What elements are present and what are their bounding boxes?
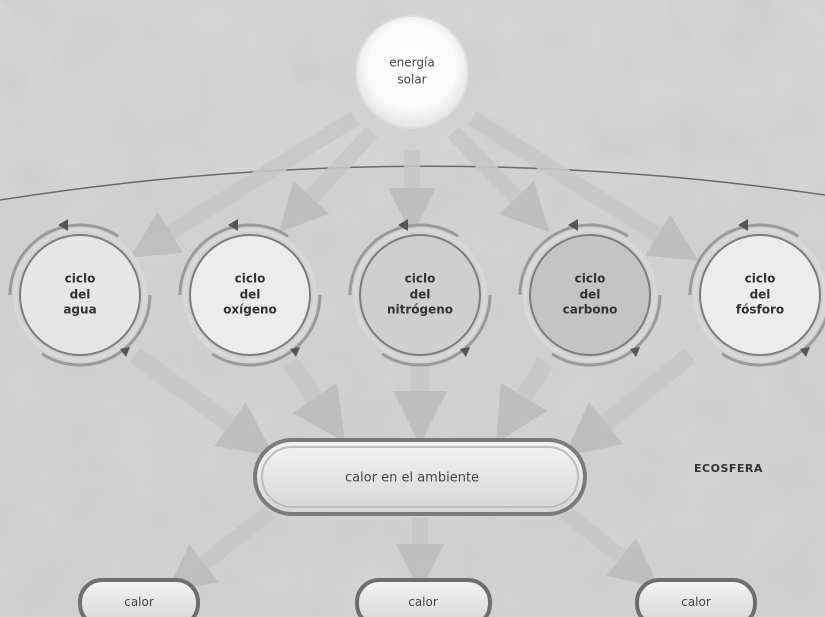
- sun-to-oxygen-arrow: [278, 126, 378, 233]
- cycle-label-line: ciclo: [234, 271, 266, 286]
- cycle-outer-halo: [13, 228, 147, 362]
- cycle-label-line: del: [239, 287, 261, 302]
- cycle-node-water: [8, 219, 152, 367]
- cycle-label-line: oxígeno: [223, 302, 277, 317]
- output-node-3: [635, 578, 757, 617]
- cycle-node-oxygen: [178, 219, 322, 367]
- solar-energy-node: [355, 15, 469, 129]
- output-nodes: [78, 578, 757, 617]
- cycle-node-phosphorus: [688, 219, 825, 367]
- cycle-outer-halo: [183, 228, 317, 362]
- heat-box-inner-ring: [261, 446, 579, 508]
- cycle-label-line: ciclo: [64, 271, 96, 286]
- water-to-heat-arrow: [129, 347, 274, 456]
- sun-label: energía solar: [389, 55, 434, 90]
- output-node-2: [355, 578, 492, 617]
- cycle-nodes: [8, 219, 825, 367]
- cycle-disc: [529, 234, 651, 356]
- cycle-arrowhead-top: [568, 219, 578, 231]
- output-label-1: calor: [124, 595, 154, 609]
- cycle-node-carbon: [518, 219, 662, 367]
- cycle-disc: [189, 234, 311, 356]
- solar-energy-arrows: [129, 111, 699, 261]
- cycle-outer-halo: [693, 228, 825, 362]
- cycle-arrowhead-bottom: [460, 347, 470, 357]
- cycle-node-nitrogen: [348, 219, 492, 367]
- cycle-label-line: carbono: [562, 302, 618, 317]
- cycle-label-line: ciclo: [744, 271, 776, 286]
- heat-arrows: [129, 347, 696, 457]
- cycle-label-line: nitrógeno: [386, 302, 454, 317]
- sun-label-line-2: solar: [397, 73, 427, 87]
- cycle-arrowhead-bottom: [800, 347, 810, 357]
- output-label-2: calor: [408, 595, 438, 609]
- heat-to-output-3-arrow: [560, 505, 659, 587]
- cycle-arrowhead-bottom: [120, 347, 130, 357]
- output-arrows: [166, 505, 659, 593]
- oxygen-to-heat-arrow: [282, 356, 346, 443]
- cycle-label-line: ciclo: [404, 271, 436, 286]
- cycle-label-line: del: [749, 287, 771, 302]
- cycle-arrowhead-top: [58, 219, 68, 231]
- cycle-disc: [19, 234, 141, 356]
- cycle-arrowhead-bottom: [290, 347, 300, 357]
- cycle-arrow-ring: [8, 223, 152, 367]
- phosphorus-to-heat-arrow: [564, 348, 696, 457]
- cycle-disc: [359, 234, 481, 356]
- cycle-label-line: fósforo: [735, 302, 785, 317]
- output-label-3: calor: [681, 595, 711, 609]
- cycle-arrowhead-top: [228, 219, 238, 231]
- cycle-arrow-ring: [348, 223, 492, 367]
- cycle-label-line: ciclo: [574, 271, 606, 286]
- cycle-label-line: del: [69, 287, 91, 302]
- sun-label-line-1: energía: [389, 55, 435, 70]
- output-node-1: [78, 578, 200, 617]
- sun-to-carbon-arrow: [447, 126, 550, 233]
- cycle-arrowhead-top: [398, 219, 408, 231]
- cycle-arrowhead-bottom: [630, 347, 640, 357]
- heat-to-output-1-arrow: [166, 505, 275, 593]
- sun-to-water-arrow: [129, 111, 360, 258]
- cycle-outer-halo: [523, 228, 657, 362]
- cycle-arrow-ring: [688, 223, 825, 367]
- carbon-to-heat-arrow: [496, 357, 553, 444]
- cycle-arrow-ring: [178, 223, 322, 367]
- cycle-label-line: del: [579, 287, 601, 302]
- cycle-arrowhead-top: [738, 219, 748, 231]
- cycle-disc: [699, 234, 821, 356]
- ecosphere-label: ECOSFERA: [694, 462, 763, 475]
- sun-to-phosphorus-arrow: [467, 111, 699, 261]
- cycle-label-line: del: [409, 287, 431, 302]
- cycle-outer-halo: [353, 228, 487, 362]
- heat-box: [253, 438, 587, 516]
- cycle-arrow-ring: [518, 223, 662, 367]
- cycle-label-line: agua: [63, 302, 97, 317]
- heat-box-label: calor en el ambiente: [344, 470, 480, 486]
